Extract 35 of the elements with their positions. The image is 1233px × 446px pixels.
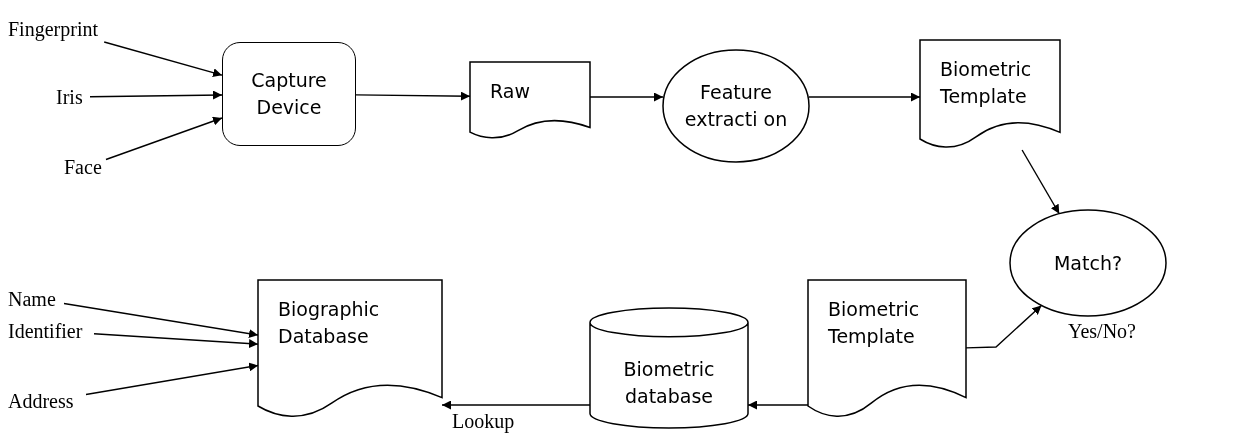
arrow xyxy=(808,92,921,102)
node-label: Match? xyxy=(1053,250,1123,276)
node-label: Raw xyxy=(490,79,530,104)
arrow xyxy=(103,41,223,78)
node-label: Fingerprint xyxy=(8,17,98,41)
arrow xyxy=(89,90,223,100)
node-label: Capture Device xyxy=(250,68,328,120)
arrow xyxy=(355,91,471,101)
arrow xyxy=(85,362,259,396)
arrow xyxy=(105,116,223,161)
database-cylinder xyxy=(590,308,748,428)
arrow xyxy=(441,400,591,410)
node-label: Biometric Template xyxy=(940,57,1033,109)
node-label: Biometric database xyxy=(622,357,716,409)
document-shape xyxy=(258,280,442,420)
beside-label: Yes/No? xyxy=(1068,320,1136,343)
node-label: Address xyxy=(8,389,74,413)
node-label: Identifier xyxy=(8,319,83,343)
arrow xyxy=(1021,149,1060,215)
document-shape xyxy=(808,280,966,420)
document-shape xyxy=(470,62,590,140)
process-box xyxy=(222,42,356,146)
process-ellipse xyxy=(663,50,809,162)
node-label: Feature extracti on xyxy=(683,80,789,132)
process-ellipse xyxy=(1010,210,1166,316)
node-label: Biometric Template xyxy=(828,297,921,349)
arrow xyxy=(63,302,259,339)
node-label: Name xyxy=(8,287,56,311)
arrow xyxy=(93,333,259,349)
arrow xyxy=(747,400,809,410)
document-shape xyxy=(920,40,1060,150)
edge-label: Lookup xyxy=(452,410,515,433)
node-label: Face xyxy=(64,155,102,179)
node-label: Biographic Database xyxy=(278,297,381,349)
node-label: Iris xyxy=(56,85,83,109)
